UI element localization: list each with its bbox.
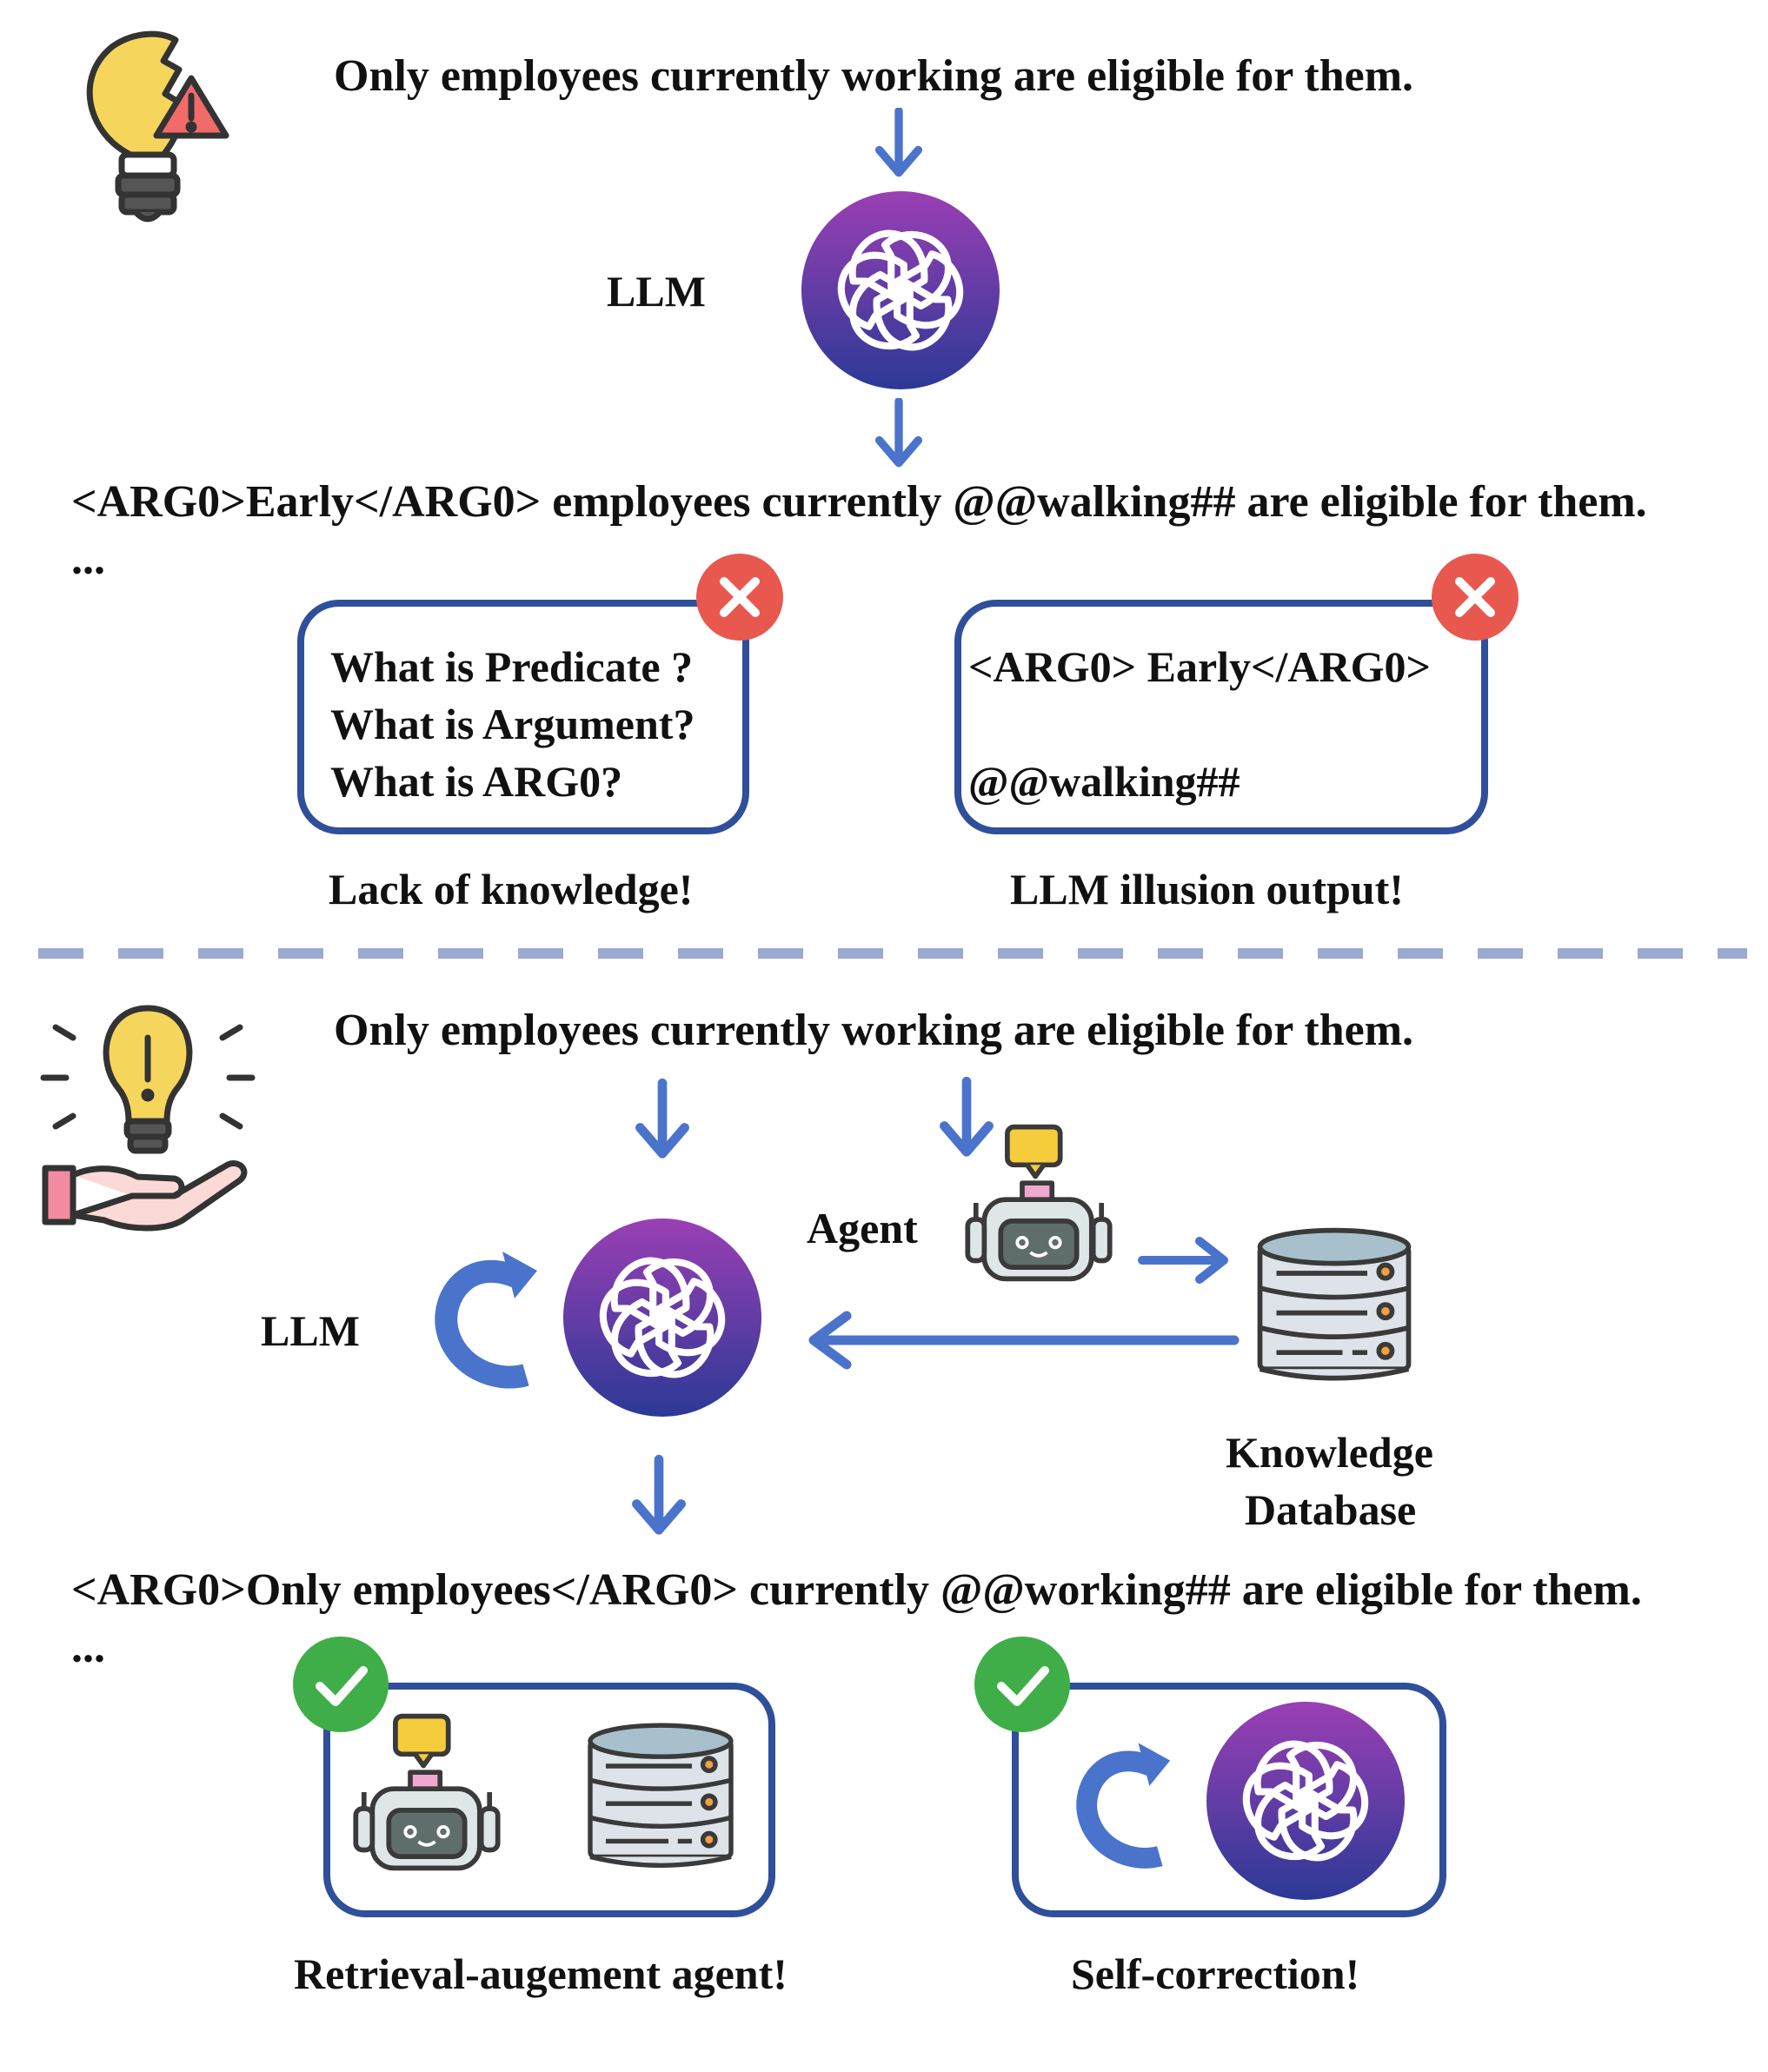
- box-line: What is ARG0?: [330, 757, 623, 806]
- caption-retrieval-agent: Retrieval-augement agent!: [294, 1949, 788, 1998]
- openai-logo-icon: [1206, 1702, 1405, 1900]
- top-ellipsis: ...: [71, 535, 105, 584]
- broken-lightbulb-warning-icon: [61, 24, 235, 233]
- idea-lightbulb-hand-icon: [35, 982, 278, 1234]
- agent-label: Agent: [807, 1204, 918, 1252]
- database-icon: [582, 1710, 739, 1884]
- check-icon: [293, 1637, 389, 1732]
- robot-agent-icon: [956, 1116, 1121, 1290]
- arrow-right-icon: [1138, 1237, 1228, 1284]
- box-line: @@walking##: [968, 757, 1240, 806]
- box-line: What is Predicate ?: [330, 642, 694, 691]
- retrieval-agent-box: [323, 1683, 775, 1917]
- bottom-output-sentence: <ARG0>Only employees</ARG0> currently @@…: [71, 1565, 1642, 1615]
- arrow-left-icon: [808, 1311, 1240, 1370]
- arrow-down-icon: [631, 1448, 687, 1547]
- self-correction-box: [1012, 1683, 1446, 1917]
- openai-logo-icon: [801, 191, 1000, 389]
- illusion-output-box: <ARG0> Early</ARG0> @@walking##: [954, 600, 1488, 834]
- openai-logo-icon: [563, 1219, 761, 1417]
- cross-icon: [696, 554, 783, 641]
- caption-lack-of-knowledge: Lack of knowledge!: [329, 865, 694, 913]
- section-divider: [38, 948, 1747, 959]
- arrow-down-icon: [635, 1076, 690, 1166]
- top-input-sentence: Only employees currently working are eli…: [334, 51, 1414, 101]
- box-line: What is Argument?: [330, 700, 695, 748]
- top-output-sentence: <ARG0>Early</ARG0> employees currently @…: [71, 477, 1647, 527]
- knowledge-database-label: Database: [1245, 1485, 1417, 1534]
- bottom-llm-label: LLM: [261, 1306, 360, 1355]
- check-icon: [974, 1637, 1070, 1732]
- refresh-cycle-icon: [435, 1245, 539, 1392]
- caption-llm-illusion: LLM illusion output!: [1010, 865, 1404, 913]
- knowledge-database-label: Knowledge: [1226, 1428, 1433, 1477]
- top-llm-label: LLM: [607, 267, 706, 315]
- arrow-down-icon: [871, 398, 927, 471]
- database-icon: [1252, 1215, 1417, 1398]
- arrow-down-icon: [871, 108, 927, 181]
- caption-self-correction: Self-correction!: [1071, 1949, 1360, 1998]
- refresh-cycle-icon: [1076, 1735, 1172, 1874]
- bottom-ellipsis: ...: [71, 1623, 105, 1672]
- bottom-input-sentence: Only employees currently working are eli…: [334, 1006, 1414, 1055]
- knowledge-question-box: What is Predicate ? What is Argument? Wh…: [297, 600, 749, 834]
- cross-icon: [1432, 554, 1519, 641]
- box-line: <ARG0> Early</ARG0>: [968, 642, 1432, 691]
